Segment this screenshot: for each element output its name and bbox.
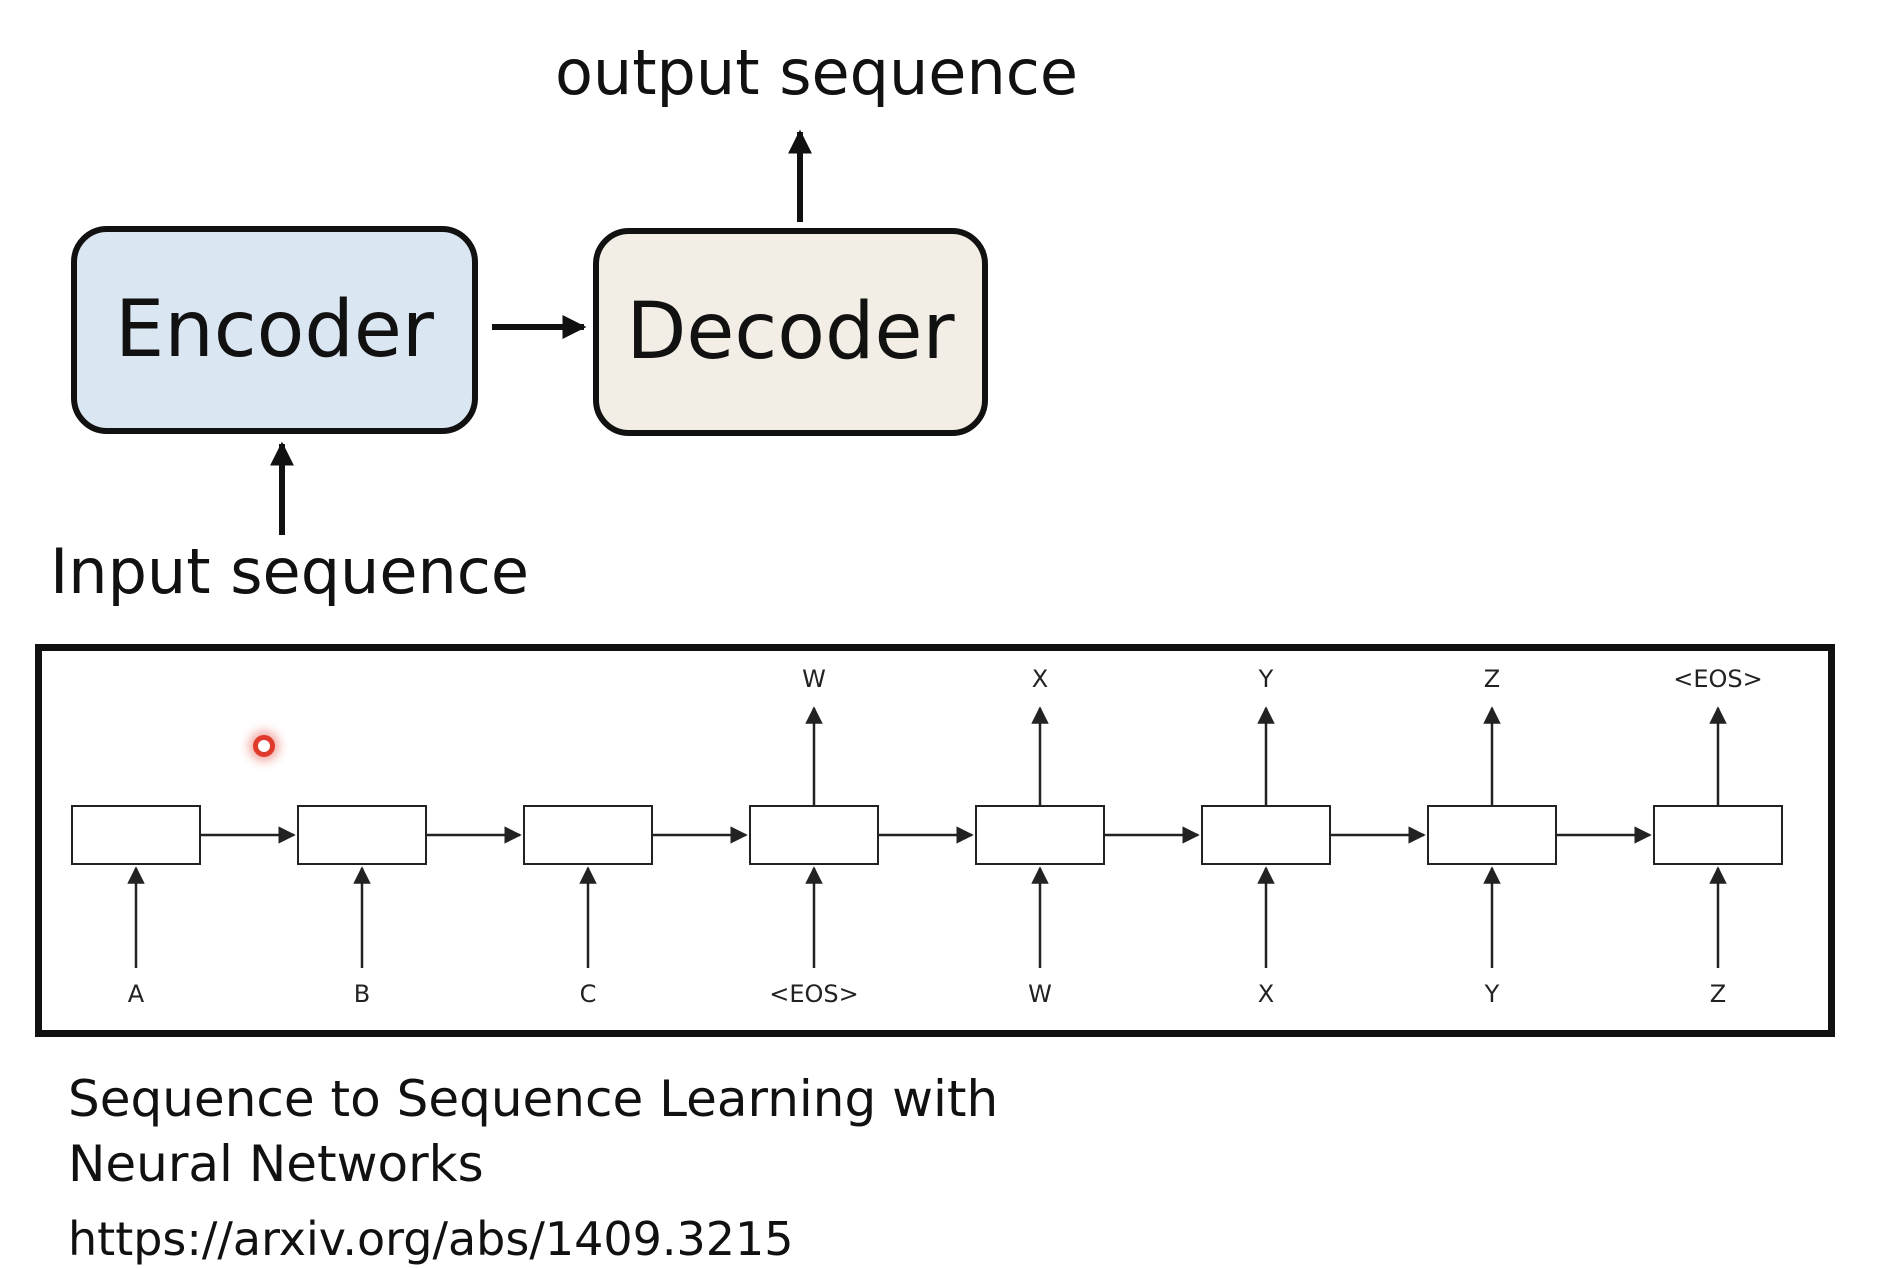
output-token: Z	[1483, 665, 1501, 693]
output-sequence-label: output sequence	[555, 36, 1078, 109]
encoder-block: Encoder	[71, 226, 478, 434]
rnn-cell	[297, 805, 427, 865]
pointer-cursor-icon	[253, 735, 275, 757]
output-token: X	[1031, 665, 1049, 693]
decoder-label: Decoder	[626, 287, 955, 377]
output-token: <EOS>	[1673, 665, 1763, 693]
rnn-cell	[523, 805, 653, 865]
rnn-cell	[1653, 805, 1783, 865]
rnn-cell	[749, 805, 879, 865]
output-token: Y	[1258, 665, 1274, 693]
input-token: Y	[1484, 980, 1500, 1008]
rnn-cell	[1427, 805, 1557, 865]
input-token: Z	[1709, 980, 1727, 1008]
output-token: W	[802, 665, 826, 693]
input-token: X	[1257, 980, 1275, 1008]
paper-title-line-1: Sequence to Sequence Learning with	[68, 1070, 999, 1128]
decoder-block: Decoder	[593, 228, 988, 436]
input-token: <EOS>	[769, 980, 859, 1008]
input-token: C	[579, 980, 597, 1008]
paper-title-line-2: Neural Networks	[68, 1135, 484, 1193]
encoder-label: Encoder	[115, 285, 434, 375]
rnn-cell	[1201, 805, 1331, 865]
input-token: W	[1028, 980, 1052, 1008]
input-sequence-label: Input sequence	[50, 535, 530, 608]
paper-url: https://arxiv.org/abs/1409.3215	[68, 1212, 794, 1266]
input-token: B	[353, 980, 371, 1008]
input-token: A	[127, 980, 145, 1008]
rnn-cell	[71, 805, 201, 865]
rnn-cell	[975, 805, 1105, 865]
